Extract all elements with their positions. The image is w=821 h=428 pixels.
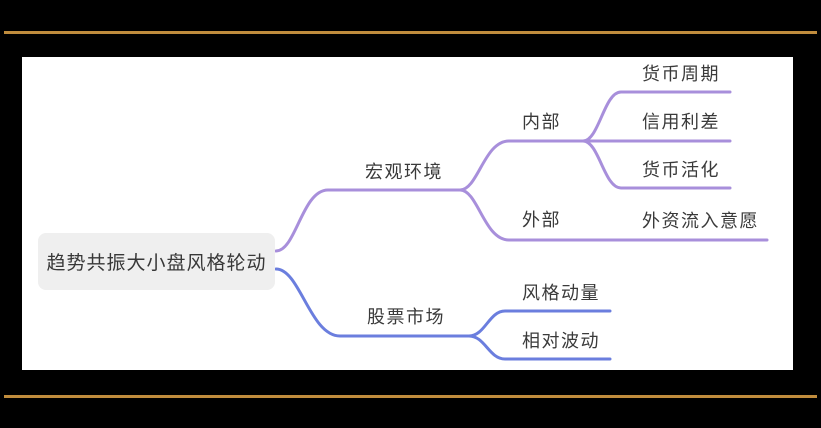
connector-macro-to-external-and-foreign-inflow: [458, 188, 769, 242]
connector-root-to-stock: [274, 267, 471, 338]
mindmap-panel: 趋势共振大小盘风格轮动 宏观环境 内部 货币周期 信用利差 货币活化 外部 外资…: [22, 57, 793, 370]
node-monetary-activation[interactable]: 货币活化: [642, 160, 720, 180]
node-stock-market[interactable]: 股票市场: [367, 307, 445, 327]
root-node[interactable]: 趋势共振大小盘风格轮动: [38, 233, 275, 290]
node-external[interactable]: 外部: [522, 210, 561, 230]
node-style-momentum[interactable]: 风格动量: [522, 283, 600, 303]
mindmap-connectors: [274, 90, 769, 361]
connector-stock-to-style-momentum: [467, 309, 612, 338]
node-macro-environment[interactable]: 宏观环境: [365, 162, 443, 182]
connector-stock-to-relative-volatility: [467, 334, 612, 361]
bottom-accent-rule: [4, 395, 817, 398]
root-node-label: 趋势共振大小盘风格轮动: [46, 253, 267, 274]
connector-internal-to-monetary-activation: [581, 139, 732, 190]
connector-internal-to-monetary-cycle: [581, 90, 732, 143]
node-internal[interactable]: 内部: [522, 112, 561, 132]
connector-macro-to-internal: [458, 139, 585, 192]
node-monetary-cycle[interactable]: 货币周期: [642, 64, 720, 84]
node-relative-volatility[interactable]: 相对波动: [522, 331, 600, 351]
node-credit-spread[interactable]: 信用利差: [642, 112, 720, 132]
connector-root-to-macro: [274, 188, 462, 253]
node-foreign-inflow-willingness[interactable]: 外资流入意愿: [642, 211, 759, 231]
top-accent-rule: [4, 31, 817, 34]
